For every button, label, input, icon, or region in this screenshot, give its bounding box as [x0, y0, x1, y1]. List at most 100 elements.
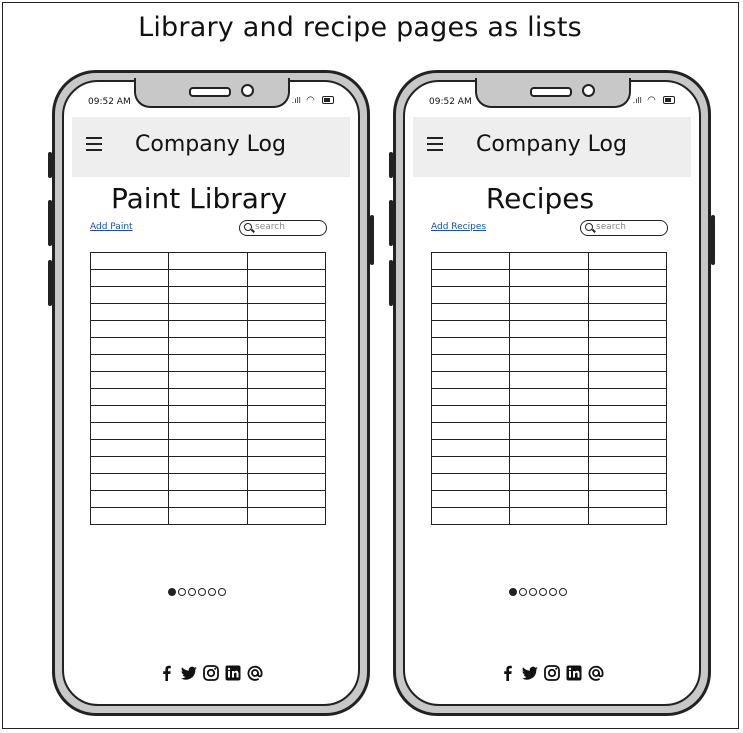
table-cell — [509, 320, 589, 338]
table-cell — [509, 354, 589, 372]
table-row[interactable] — [430, 371, 668, 389]
table-cell — [89, 507, 170, 525]
table-cell — [168, 269, 248, 287]
table-row[interactable] — [89, 286, 327, 304]
table-cell — [89, 286, 170, 304]
table-row[interactable] — [89, 337, 327, 355]
table-row[interactable] — [430, 388, 668, 406]
table-row[interactable] — [89, 371, 327, 389]
table-row[interactable] — [430, 252, 668, 270]
search-placeholder: search — [596, 222, 626, 232]
facebook-icon[interactable] — [499, 664, 517, 682]
table-cell — [430, 439, 511, 457]
table-cell — [89, 252, 170, 270]
table-row[interactable] — [430, 439, 668, 457]
at-sign-icon[interactable] — [587, 664, 605, 682]
table-row[interactable] — [430, 405, 668, 423]
table-row[interactable] — [89, 388, 327, 406]
table-cell — [587, 490, 668, 508]
table-row[interactable] — [89, 405, 327, 423]
table-cell — [430, 354, 511, 372]
pagination-dot[interactable] — [218, 588, 226, 596]
screen-title: Paint Library — [110, 182, 288, 215]
table-cell — [509, 269, 589, 287]
table-cell — [246, 456, 327, 474]
table-row[interactable] — [89, 354, 327, 372]
search-input[interactable]: search — [580, 220, 668, 236]
table-cell — [246, 269, 327, 287]
table-cell — [509, 439, 589, 457]
table-cell — [168, 405, 248, 423]
volume-up-button — [48, 200, 52, 246]
pagination-dot[interactable] — [188, 588, 196, 596]
table-cell — [246, 405, 327, 423]
table-row[interactable] — [89, 439, 327, 457]
twitter-icon[interactable] — [180, 664, 198, 682]
table-cell — [168, 507, 248, 525]
table-row[interactable] — [430, 286, 668, 304]
table-row[interactable] — [89, 320, 327, 338]
table-cell — [168, 388, 248, 406]
at-sign-icon[interactable] — [246, 664, 264, 682]
table-cell — [509, 490, 589, 508]
hamburger-menu-icon[interactable] — [86, 137, 102, 151]
table-row[interactable] — [89, 252, 327, 270]
table-row[interactable] — [89, 507, 327, 525]
volume-down-button — [389, 260, 393, 306]
pagination-dot[interactable] — [509, 588, 517, 596]
table-cell — [430, 473, 511, 491]
table-row[interactable] — [430, 473, 668, 491]
search-placeholder: search — [255, 222, 285, 232]
table-cell — [246, 388, 327, 406]
pagination-dot[interactable] — [539, 588, 547, 596]
table-cell — [168, 473, 248, 491]
pagination-dot[interactable] — [529, 588, 537, 596]
table-row[interactable] — [89, 303, 327, 321]
instagram-icon[interactable] — [543, 664, 561, 682]
table-row[interactable] — [430, 354, 668, 372]
page-title: Library and recipe pages as lists — [138, 12, 582, 43]
table-row[interactable] — [89, 456, 327, 474]
add-item-link[interactable]: Add Recipes — [431, 222, 487, 232]
status-icons: .ıll ◠ — [633, 95, 675, 106]
pagination-dot[interactable] — [168, 588, 176, 596]
table-cell — [168, 303, 248, 321]
speaker-grille — [189, 87, 231, 97]
table-row[interactable] — [89, 490, 327, 508]
pagination-dot[interactable] — [559, 588, 567, 596]
pagination-dot[interactable] — [198, 588, 206, 596]
table-row[interactable] — [430, 269, 668, 287]
instagram-icon[interactable] — [202, 664, 220, 682]
twitter-icon[interactable] — [521, 664, 539, 682]
linkedin-icon[interactable] — [565, 664, 583, 682]
table-cell — [89, 473, 170, 491]
table-cell — [89, 320, 170, 338]
hamburger-menu-icon[interactable] — [427, 137, 443, 151]
facebook-icon[interactable] — [158, 664, 176, 682]
pagination-dot[interactable] — [519, 588, 527, 596]
table-row[interactable] — [89, 422, 327, 440]
table-row[interactable] — [430, 422, 668, 440]
table-cell — [430, 456, 511, 474]
table-row[interactable] — [430, 507, 668, 525]
table-row[interactable] — [430, 490, 668, 508]
status-time: 09:52 AM — [88, 97, 131, 107]
status-time: 09:52 AM — [429, 97, 472, 107]
table-row[interactable] — [430, 456, 668, 474]
pagination-dot[interactable] — [178, 588, 186, 596]
table-cell — [509, 456, 589, 474]
table-row[interactable] — [89, 473, 327, 491]
linkedin-icon[interactable] — [224, 664, 242, 682]
table-row[interactable] — [430, 337, 668, 355]
table-row[interactable] — [430, 303, 668, 321]
table-row[interactable] — [430, 320, 668, 338]
pagination-dot[interactable] — [208, 588, 216, 596]
table-cell — [89, 388, 170, 406]
table-row[interactable] — [89, 269, 327, 287]
list-table — [89, 252, 327, 525]
add-item-link[interactable]: Add Paint — [90, 222, 133, 232]
volume-down-button — [48, 260, 52, 306]
search-input[interactable]: search — [239, 220, 327, 236]
pagination-dot[interactable] — [549, 588, 557, 596]
